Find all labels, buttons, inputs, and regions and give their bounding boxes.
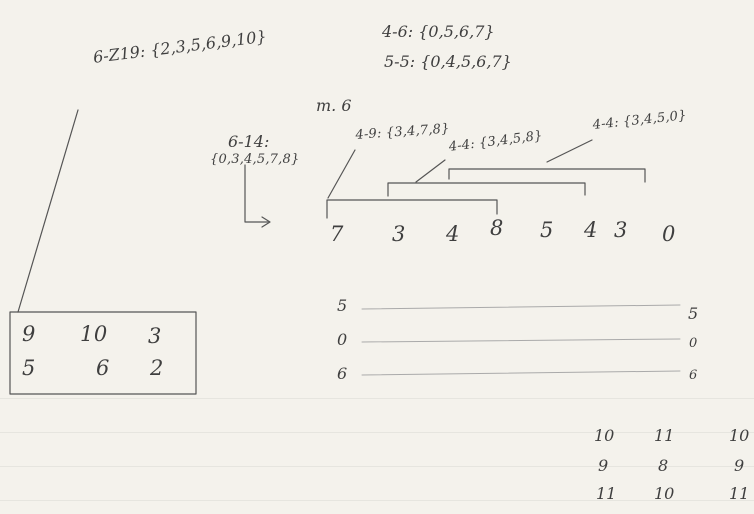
annotation-5-5: 5-5: {0,4,5,6,7} [384,52,512,71]
grid-cell: 9 [598,456,609,475]
melody-note: 4 [446,222,460,246]
grid-cell: 11 [729,484,750,503]
guide-line [361,338,681,343]
pointer-line-6-z19 [17,109,79,313]
matrix-cell: 2 [150,356,164,380]
pointer-line-4-4-a [415,159,446,183]
right-column-value: 6 [689,368,698,383]
arrow-6-14 [244,164,269,223]
bracket-4-4-a [387,182,586,197]
annotation-4-6: 4-6: {0,5,6,7} [382,22,495,41]
grid-cell: 11 [596,484,617,503]
melody-note: 7 [330,222,344,246]
matrix-cell: 6 [96,356,110,380]
pointer-line-4-9 [327,149,356,199]
matrix-cell: 3 [148,324,162,348]
left-column-value: 5 [337,296,348,315]
guide-line [361,304,681,310]
matrix-cell: 5 [22,356,36,380]
melody-note: 4 [584,218,598,242]
melody-note: 0 [662,222,676,246]
grid-cell: 10 [729,426,750,445]
ruled-line [0,432,754,433]
guide-line [361,370,681,376]
melody-note: 3 [392,222,406,246]
bracket-4-4-b [448,168,646,183]
measure-label: m. 6 [316,96,352,115]
left-column-value: 0 [337,330,348,349]
right-column-value: 0 [689,336,698,351]
matrix-box [9,311,197,395]
grid-cell: 10 [594,426,615,445]
grid-cell: 8 [658,456,669,475]
ruled-line [0,500,754,501]
bracket-4-9 [326,199,498,219]
matrix-cell: 9 [22,322,36,346]
melody-note: 5 [540,218,554,242]
melody-note: 3 [614,218,628,242]
ruled-line [0,466,754,467]
left-column-value: 6 [337,364,348,383]
matrix-cell: 10 [80,322,108,346]
grid-cell: 9 [734,456,745,475]
arrowhead-6-14 [261,216,271,228]
melody-note: 8 [490,216,504,240]
ruled-line [0,398,754,399]
right-column-value: 5 [688,304,699,323]
pointer-line-4-4-b [546,139,593,163]
grid-cell: 11 [654,426,675,445]
grid-cell: 10 [654,484,675,503]
annotation-6-14-members: {0,3,4,5,7,8} [210,152,300,167]
annotation-6-14-name: 6-14: [228,132,270,151]
